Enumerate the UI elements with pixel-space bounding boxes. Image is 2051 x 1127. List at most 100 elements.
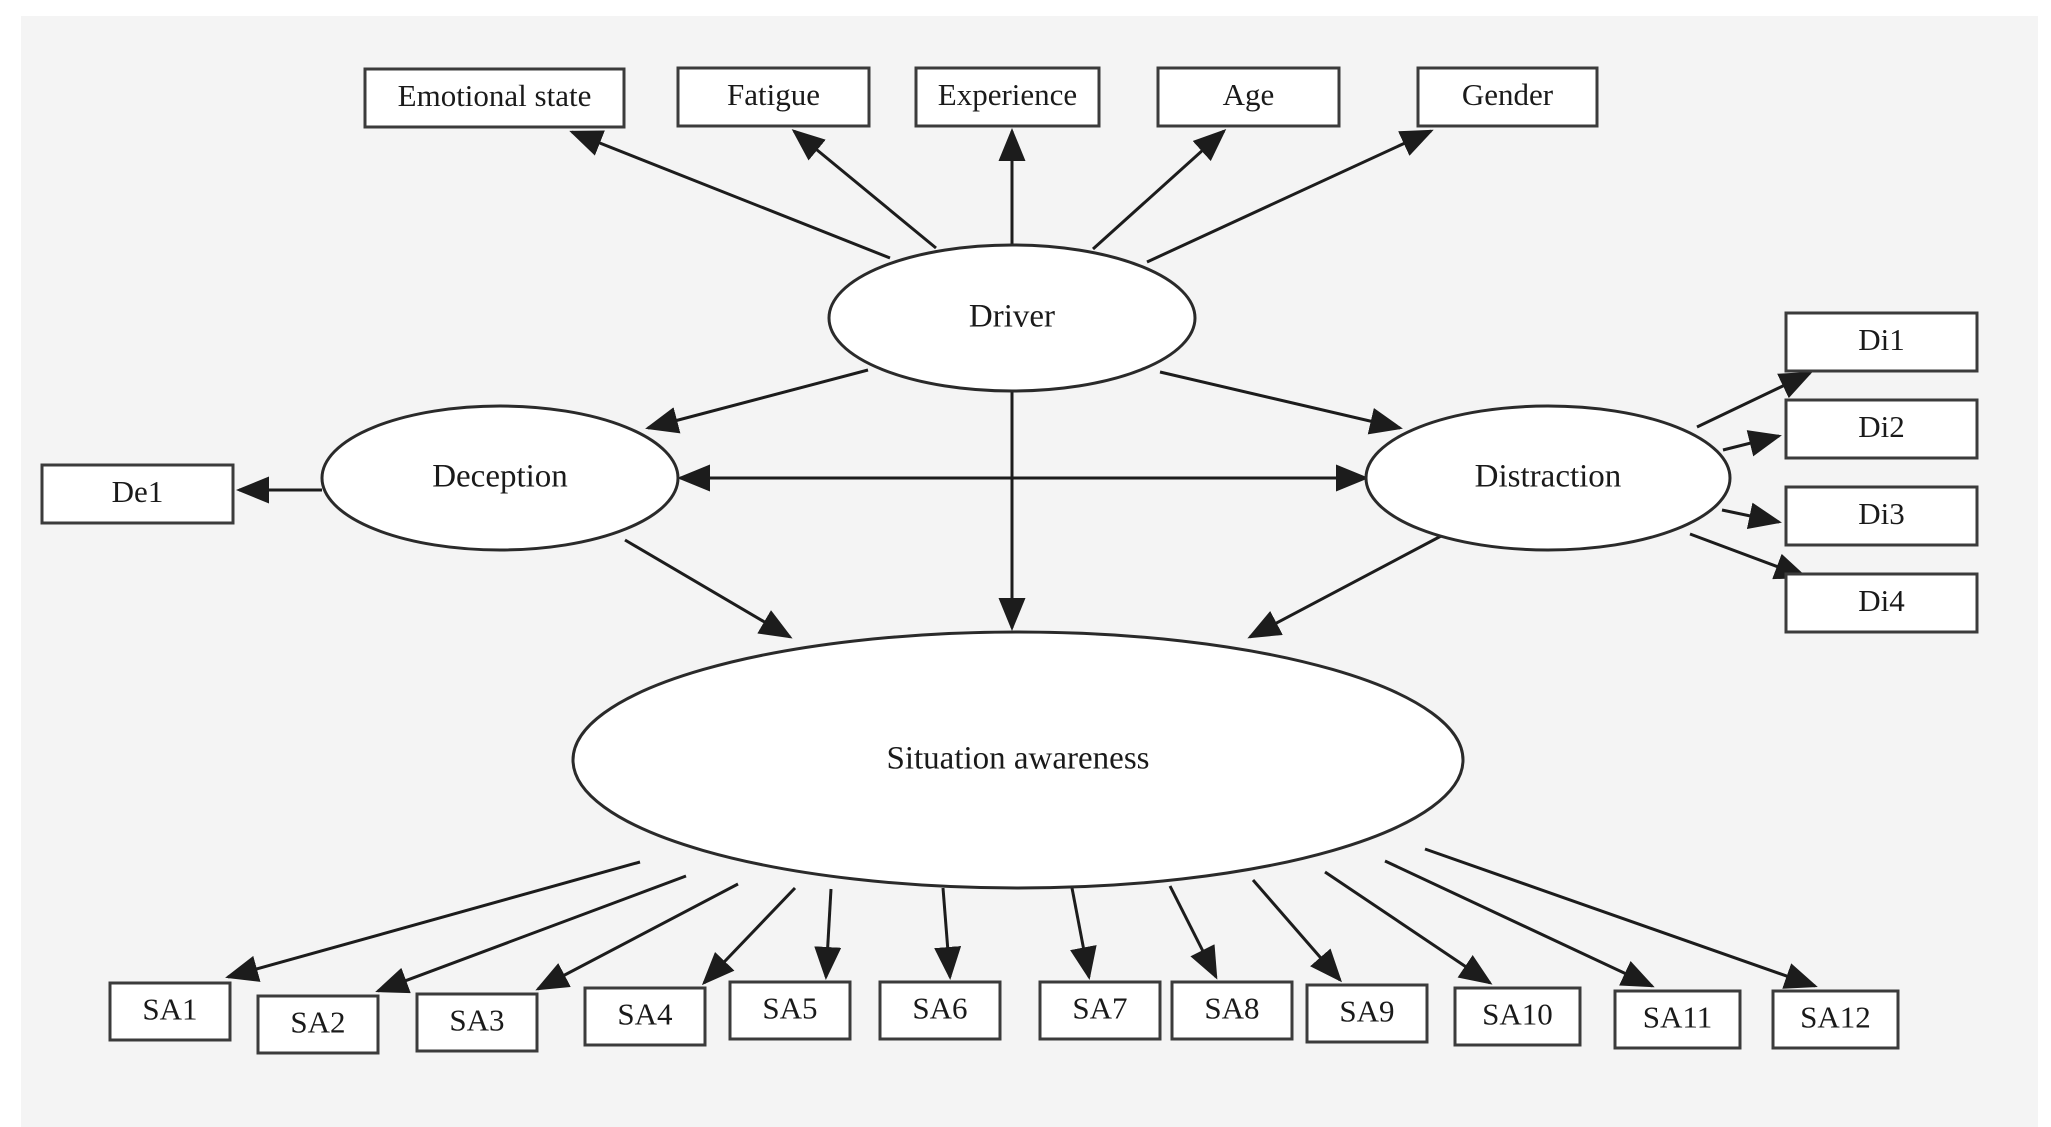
edge-driver-emotional-state — [569, 130, 891, 260]
edge-distraction-di3 — [1721, 502, 1782, 530]
edge-distraction-di2 — [1722, 430, 1782, 457]
edge-driver-gender — [1146, 129, 1434, 264]
box-sa3 — [415, 992, 539, 1053]
observed-variable-sa2[interactable]: SA2 — [256, 994, 380, 1055]
edge-driver-deception — [645, 368, 869, 434]
ellipse-deception — [320, 404, 680, 552]
observed-variable-gender[interactable]: Gender — [1416, 66, 1599, 128]
observed-variable-experience[interactable]: Experience — [914, 66, 1101, 128]
observed-variable-fatigue[interactable]: Fatigue — [676, 66, 871, 128]
box-sa4 — [583, 986, 707, 1047]
edge-distraction-di4 — [1689, 532, 1808, 580]
box-fatigue — [676, 66, 871, 128]
edge-sa-sa10 — [1324, 870, 1493, 985]
label-di1: Di1 — [1858, 322, 1905, 357]
label-distraction: Distraction — [1475, 459, 1622, 495]
observed-variable-sa8[interactable]: SA8 — [1170, 980, 1294, 1041]
observed-variable-sa6[interactable]: SA6 — [878, 980, 1002, 1041]
ellipse-sa — [571, 630, 1465, 890]
edge-sa-sa5 — [814, 888, 842, 980]
box-sa10 — [1453, 986, 1582, 1047]
observed-variable-sa5[interactable]: SA5 — [728, 980, 852, 1041]
latent-variable-sa[interactable]: Situation awareness — [571, 630, 1465, 890]
box-di4 — [1784, 572, 1979, 634]
box-sa8 — [1170, 980, 1294, 1041]
observed-variable-di1[interactable]: Di1 — [1784, 311, 1979, 373]
observed-variable-sa7[interactable]: SA7 — [1038, 980, 1162, 1041]
latent-variable-deception[interactable]: Deception — [320, 404, 680, 552]
box-sa6 — [878, 980, 1002, 1041]
observed-variable-age[interactable]: Age — [1156, 66, 1341, 128]
observed-variable-sa4[interactable]: SA4 — [583, 986, 707, 1047]
label-emotional-state: Emotional state — [398, 78, 592, 113]
observed-variable-sa11[interactable]: SA11 — [1613, 989, 1742, 1050]
latent-variable-distraction[interactable]: Distraction — [1364, 404, 1732, 552]
edge-sa-sa2 — [375, 874, 687, 994]
box-emotional-state — [363, 67, 626, 129]
box-sa1 — [108, 981, 232, 1042]
label-sa6: SA6 — [912, 991, 967, 1026]
observed-variable-di3[interactable]: Di3 — [1784, 485, 1979, 547]
observed-variable-sa12[interactable]: SA12 — [1771, 989, 1900, 1050]
label-sa10: SA10 — [1482, 997, 1553, 1032]
edge-driver-age — [1091, 128, 1227, 251]
edge-sa-sa3 — [535, 882, 739, 991]
edge-sa-sa6 — [934, 887, 962, 980]
label-sa3: SA3 — [449, 1003, 504, 1038]
box-de1 — [40, 463, 235, 525]
edge-sa-sa9 — [1251, 879, 1342, 983]
edge-sa-sa7 — [1070, 887, 1097, 980]
box-sa9 — [1305, 983, 1429, 1044]
label-sa1: SA1 — [142, 992, 197, 1027]
label-age: Age — [1223, 77, 1275, 112]
edge-sa-sa8 — [1168, 885, 1218, 980]
box-sa5 — [728, 980, 852, 1041]
label-deception: Deception — [432, 459, 568, 495]
box-di3 — [1784, 485, 1979, 547]
edge-driver-distraction — [1159, 370, 1403, 435]
box-sa7 — [1038, 980, 1162, 1041]
observed-variable-sa9[interactable]: SA9 — [1305, 983, 1429, 1044]
observed-variable-di2[interactable]: Di2 — [1784, 398, 1979, 460]
label-driver: Driver — [969, 299, 1055, 335]
box-sa11 — [1613, 989, 1742, 1050]
edge-sa-sa12 — [1424, 847, 1818, 989]
edge-sa-sa1 — [225, 860, 641, 982]
edge-distraction-di1 — [1696, 371, 1813, 429]
label-sa: Situation awareness — [886, 741, 1149, 777]
label-sa12: SA12 — [1800, 1000, 1871, 1035]
observed-variable-sa10[interactable]: SA10 — [1453, 986, 1582, 1047]
box-sa2 — [256, 994, 380, 1055]
ellipse-driver — [827, 243, 1197, 393]
latent-variable-driver[interactable]: Driver — [827, 243, 1197, 393]
edge-distraction-sa — [1247, 533, 1444, 639]
edge-sa-sa4 — [701, 886, 797, 986]
box-age — [1156, 66, 1341, 128]
edge-driver-fatigue — [791, 129, 937, 250]
edges-layer — [225, 128, 1818, 994]
observed-variable-emotional-state[interactable]: Emotional state — [363, 67, 626, 129]
observed-variable-di4[interactable]: Di4 — [1784, 572, 1979, 634]
label-sa7: SA7 — [1072, 991, 1127, 1026]
observed-variable-sa3[interactable]: SA3 — [415, 992, 539, 1053]
label-di2: Di2 — [1858, 409, 1905, 444]
observed-variable-de1[interactable]: De1 — [40, 463, 235, 525]
box-gender — [1416, 66, 1599, 128]
label-sa5: SA5 — [762, 991, 817, 1026]
label-sa8: SA8 — [1204, 991, 1259, 1026]
label-sa2: SA2 — [290, 1005, 345, 1040]
edge-sa-sa11 — [1384, 859, 1655, 988]
label-di4: Di4 — [1858, 583, 1905, 618]
edge-deception-sa — [624, 538, 793, 639]
label-gender: Gender — [1462, 77, 1554, 112]
box-experience — [914, 66, 1101, 128]
label-fatigue: Fatigue — [727, 77, 820, 112]
label-de1: De1 — [112, 474, 164, 509]
box-di2 — [1784, 398, 1979, 460]
label-sa4: SA4 — [617, 997, 673, 1032]
observed-variable-sa1[interactable]: SA1 — [108, 981, 232, 1042]
label-di3: Di3 — [1858, 496, 1905, 531]
